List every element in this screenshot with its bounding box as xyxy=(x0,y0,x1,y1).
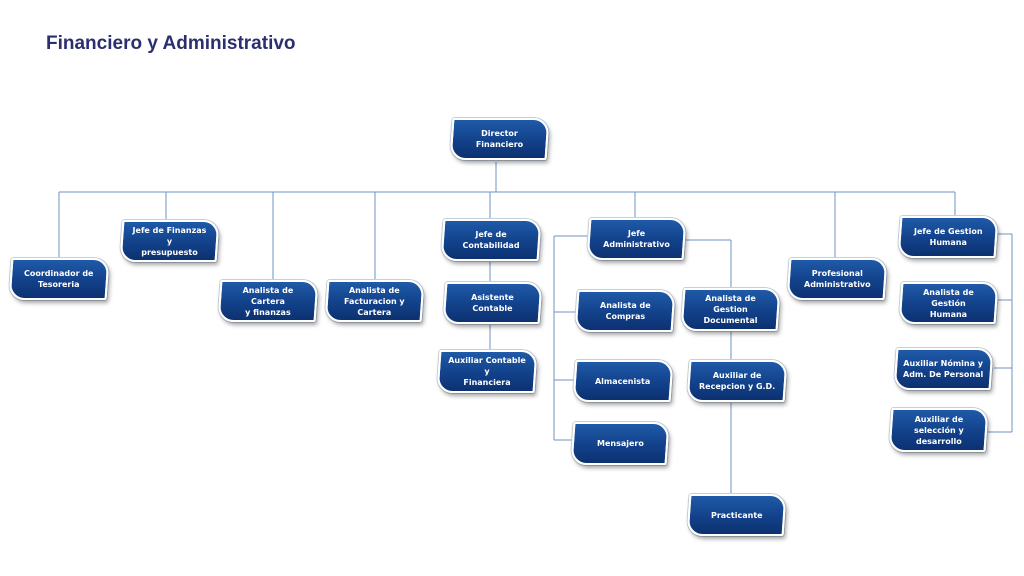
box-profesional-administrativo: Profesional Administrativo xyxy=(786,258,888,300)
box-auxiliar-contable: Auxiliar Contable y Financiera xyxy=(436,350,538,393)
page-title: Financiero y Administrativo xyxy=(46,33,296,54)
box-jefe-contabilidad: Jefe de Contabilidad xyxy=(440,219,542,261)
box-analista-facturacion: Analista de Facturacion y Cartera xyxy=(324,280,425,322)
box-practicante: Practicante xyxy=(686,494,787,536)
box-almacenista: Almacenista xyxy=(572,360,674,402)
box-analista-gestion-humana: Analista de Gestión Humana xyxy=(898,282,999,324)
box-coordinador-tesoreria: Coordinador de Tesoreria xyxy=(8,258,110,300)
box-jefe-finanzas: Jefe de Finanzas y presupuesto xyxy=(119,220,220,262)
box-analista-compras: Analista de Compras xyxy=(574,290,676,332)
box-mensajero: Mensajero xyxy=(570,422,670,465)
box-auxiliar-seleccion: Auxiliar de selección y desarrollo xyxy=(888,408,989,452)
box-jefe-administrativo: Jefe Administrativo xyxy=(586,218,687,260)
box-auxiliar-recepcion: Auxiliar de Recepcion y G.D. xyxy=(686,360,788,402)
box-analista-gestion-documental: Analista de Gestion Documental xyxy=(680,288,781,331)
box-asistente-contable: Asistente Contable xyxy=(442,282,543,324)
box-analista-cartera: Analista de Cartera y finanzas xyxy=(217,280,319,322)
box-director-financiero: Director Financiero xyxy=(449,118,550,160)
box-jefe-gestion-humana: Jefe de Gestion Humana xyxy=(897,216,999,258)
box-auxiliar-nomina: Auxiliar Nómina y Adm. De Personal xyxy=(893,348,994,390)
